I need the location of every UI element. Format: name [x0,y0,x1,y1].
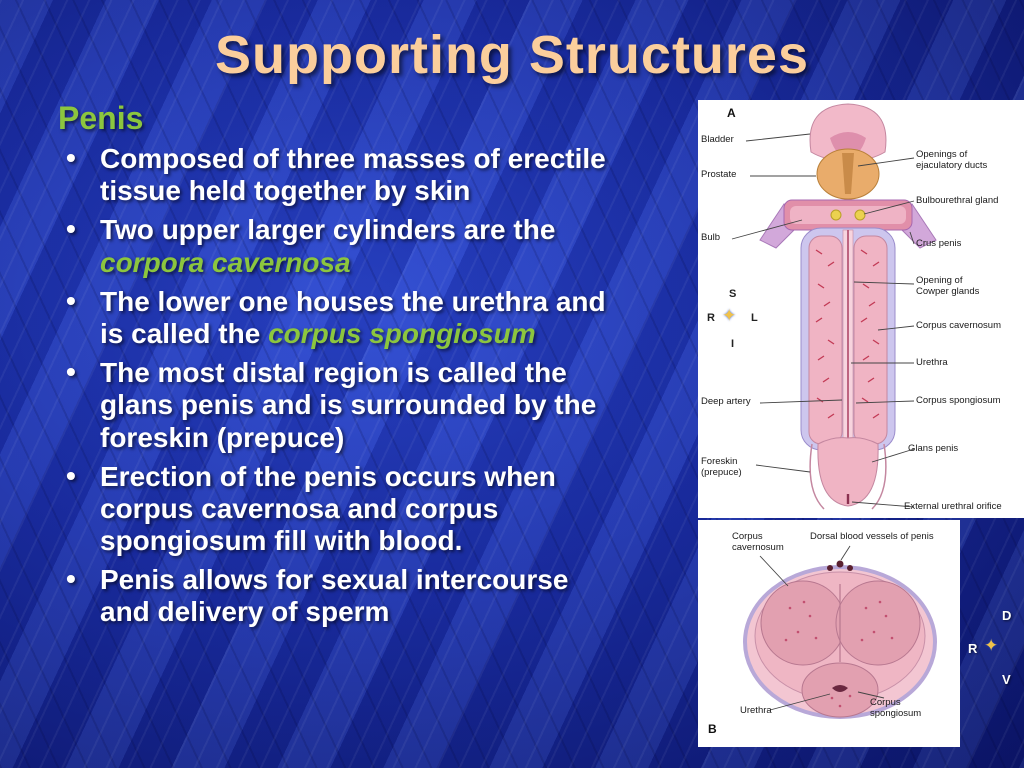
bullet-text: The lower one houses the urethra and is … [100,285,606,349]
figure-panel-a: A Bladder Prostate Bulb Deep artery Fore… [698,100,1024,518]
label-glans-penis: Glans penis [908,443,959,454]
label-b-corpus-cavernosum: Corpus cavernosum [732,531,784,553]
panel-b-tag: B [708,722,717,736]
bullet-item: The lower one houses the urethra and is … [58,285,618,350]
compass-a-right: R [707,312,715,324]
label-bulb: Bulb [701,232,721,243]
content-area: Penis Composed of three masses of erecti… [58,100,678,636]
compass-a-inferior: I [731,338,735,350]
cross-section-shape [743,560,937,719]
compass-a-left: L [751,312,758,324]
label-ejaculatory-ducts: Openings of ejaculatory ducts [916,149,988,171]
label-foreskin: Foreskin (prepuce) [701,456,742,478]
label-b-dorsal-vessels: Dorsal blood vessels of penis [810,531,934,542]
glans-foreskin-shape [809,437,887,510]
label-corpus-spongiosum: Corpus spongiosum [916,395,1001,406]
bullet-text: Penis allows for sexual intercourse and … [100,564,569,628]
bullet-emphasis: corpus spongiosum [268,317,536,349]
penis-longitudinal-illustration [731,103,937,510]
cross-section-speckles [784,600,894,708]
shaft-shape [800,227,896,451]
label-b-urethra: Urethra [740,705,772,716]
bullet-item: Composed of three masses of erectile tis… [58,142,618,207]
compass-b-star-icon: ✦ [984,636,999,655]
label-cowper-glands: Opening of Cowper glands [916,275,980,297]
bullet-text: Erection of the penis occurs when corpus… [100,460,556,557]
bullet-text: The most distal region is called the gla… [100,357,597,453]
erectile-tissue-speckles [815,249,880,419]
label-b-corpus-spongiosum: Corpus spongiosum [870,697,922,719]
label-crus-penis: Crus penis [916,238,962,249]
bullet-text: Two upper larger cylinders are the [100,214,556,246]
compass-b-ventral: V [1002,672,1011,687]
slide-title: Supporting Structures [214,25,809,85]
bullet-item: Two upper larger cylinders are the corpo… [58,213,618,278]
label-external-urethral-orifice: External urethral orifice [904,501,1002,512]
label-prostate: Prostate [701,169,737,180]
bullet-emphasis: corpora cavernosa [100,246,351,278]
leader-lines [731,133,915,508]
bullet-item: The most distal region is called the gla… [58,356,618,454]
compass-a-superior: S [729,288,737,300]
panel-a-tag: A [727,106,736,120]
label-corpus-cavernosum: Corpus cavernosum [916,320,1002,331]
label-urethra: Urethra [916,357,948,368]
compass-a-star-icon: ✦ [722,306,737,325]
bullet-item: Penis allows for sexual intercourse and … [58,563,618,628]
label-bladder: Bladder [701,134,734,145]
prostate-shape [816,148,880,200]
bullet-item: Erection of the penis occurs when corpus… [58,460,618,558]
penis-cross-section-illustration [743,545,937,719]
label-deep-artery: Deep artery [701,396,751,407]
label-bulbourethral-gland: Bulbourethral gland [916,195,999,206]
bullet-list: Composed of three masses of erectile tis… [58,142,618,629]
bullet-text: Composed of three masses of erectile tis… [100,143,606,207]
figure-panel-b: Corpus cavernosum Dorsal blood vessels o… [698,520,960,747]
compass-b: D R ✦ V [958,598,1022,698]
compass-b-right: R [968,641,978,656]
leader-lines-b [759,545,885,711]
section-heading: Penis [58,100,144,136]
compass-b-dorsal: D [1002,608,1012,623]
